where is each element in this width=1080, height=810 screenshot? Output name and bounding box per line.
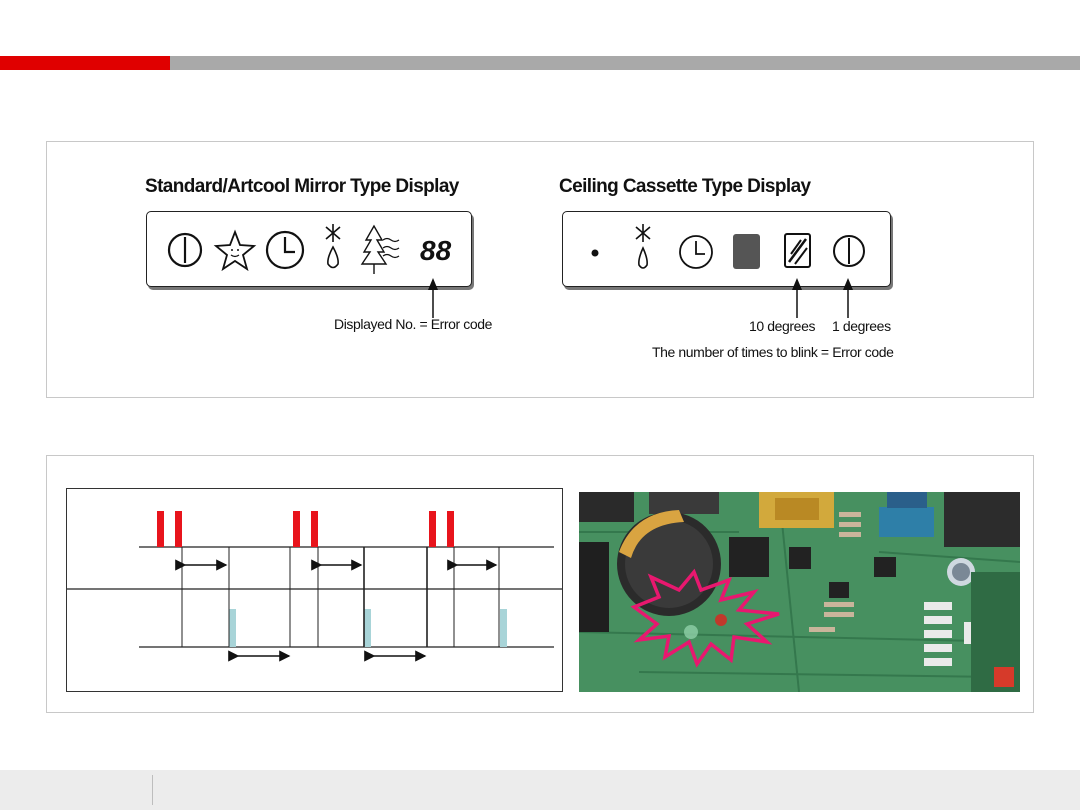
clock-icon [679,235,713,269]
filter-hatch-icon [784,233,811,268]
defrost-icon [325,224,341,269]
standard-display-panel: 88 [146,211,472,287]
tens-blink-group-2 [293,511,318,547]
tens-blink-group-1 [157,511,182,547]
led-highlight-burst [630,568,780,668]
tens-blink-group-3 [429,511,454,547]
power-icon [167,232,203,268]
ones-blink-3 [500,609,507,647]
footer-separator [152,775,153,805]
standard-arrow [428,278,438,318]
star-face-icon [213,229,257,272]
seven-segment-display: 88 [420,235,452,266]
header-accent-bar [0,56,170,70]
cassette-arrows [792,278,853,318]
power-icon [833,235,865,267]
dot-icon [591,249,599,257]
blink-caption: The number of times to blink = Error cod… [652,344,894,360]
defrost-icon [635,224,651,269]
interval-arrows [175,559,498,662]
header-gray-bar [170,56,1080,70]
tens-degrees-label: 10 degrees [749,318,816,334]
timing-guides [181,547,500,647]
ones-blink-2 [364,609,371,647]
clock-icon [265,230,305,270]
cassette-display-panel [562,211,891,287]
error-code-caption: Displayed No. = Error code [334,316,493,332]
cassette-display-title: Ceiling Cassette Type Display [559,176,811,197]
standard-display-title: Standard/Artcool Mirror Type Display [145,176,459,197]
tree-wind-icon [360,224,400,274]
ones-degrees-label: 1 degrees [832,318,891,334]
ones-blink-1 [229,609,236,647]
pcb-photo [579,492,1020,692]
filter-square-icon [733,234,760,269]
error-led [715,614,727,626]
footer-bar [0,770,1080,810]
blink-timing-diagram [66,488,563,692]
